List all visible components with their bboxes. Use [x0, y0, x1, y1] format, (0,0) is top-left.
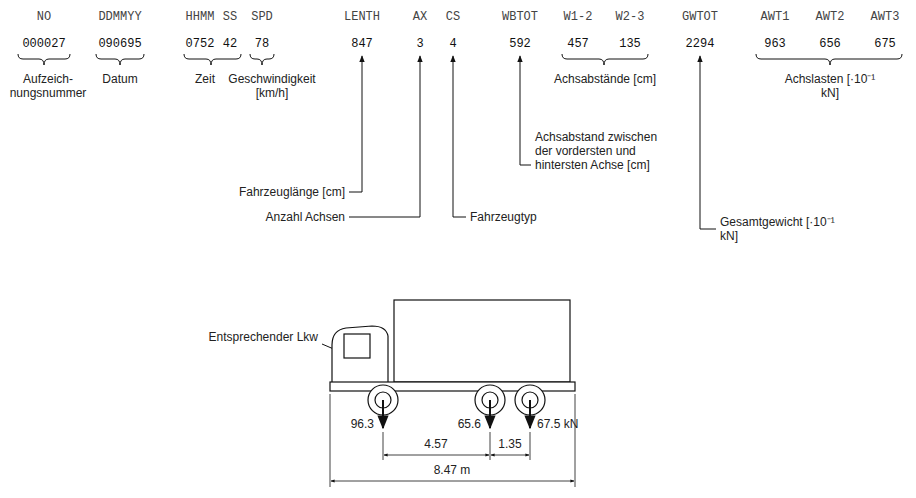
- field-header: NO: [37, 10, 51, 24]
- field-header: HHMM: [186, 10, 215, 24]
- field-header: AWT1: [761, 10, 790, 24]
- brace: [756, 54, 902, 65]
- annotation-label: 1.35: [498, 437, 521, 451]
- leader-arrow: [349, 56, 420, 217]
- dimension-line: [384, 455, 489, 456]
- leader-arrow: [453, 56, 466, 217]
- field-value: 0752: [186, 37, 215, 51]
- field-value: 3: [416, 37, 423, 51]
- annotation-label: 65.6: [458, 417, 481, 431]
- field-header: WBTOT: [502, 10, 538, 24]
- annotation-label: Fahrzeugtyp: [470, 210, 537, 224]
- load-arrow: [489, 400, 491, 428]
- field-header: AX: [413, 10, 427, 24]
- field-header: SS: [223, 10, 237, 24]
- annotation-label: Zeit: [195, 72, 215, 86]
- truck-body: [394, 300, 570, 382]
- annotation-label: Geschwindigkeit [km/h]: [224, 72, 320, 100]
- field-value: 000027: [22, 37, 65, 51]
- field-header: DDMMYY: [98, 10, 141, 24]
- annotation-label: 4.57: [424, 437, 447, 451]
- annotation-label: Anzahl Achsen: [266, 210, 345, 224]
- field-header: SPD: [251, 10, 273, 24]
- truck-cab: [332, 326, 388, 390]
- annotation-label: Achsabstand zwischen der vordersten und …: [535, 130, 673, 172]
- field-value: 42: [223, 37, 237, 51]
- dimension-line: [491, 455, 529, 456]
- wheels: [368, 385, 545, 415]
- annotation-label: Achsabstände [cm]: [554, 72, 656, 86]
- annotation-label: 8.47 m: [434, 463, 471, 477]
- field-header: AWT3: [871, 10, 900, 24]
- leader-arrow: [349, 56, 362, 192]
- leader-arrow: [520, 56, 531, 165]
- field-value: 656: [819, 37, 841, 51]
- field-value: 2294: [686, 37, 715, 51]
- dimension-line: [331, 481, 574, 482]
- braces: [18, 54, 902, 65]
- annotation-label: 96.3: [351, 417, 374, 431]
- field-value: 78: [255, 37, 269, 51]
- annotation-label: Aufzeich- nungsnummer: [3, 72, 93, 100]
- field-header: GWTOT: [682, 10, 718, 24]
- brace: [18, 54, 70, 65]
- field-header: W1-2: [564, 10, 593, 24]
- annotation-label: Gesamtgewicht [·10⁻¹ kN]: [720, 215, 850, 243]
- field-value: 4: [449, 37, 456, 51]
- field-value: 592: [509, 37, 531, 51]
- annotation-label: Achslasten [·10⁻¹ kN]: [784, 72, 876, 100]
- brace: [250, 54, 274, 65]
- field-value: 457: [567, 37, 589, 51]
- brace: [96, 54, 144, 65]
- field-value: 963: [764, 37, 786, 51]
- annotation-label: 67.5 kN: [537, 417, 578, 431]
- annotation-label: Entsprechender Lkw: [208, 330, 318, 344]
- field-header: LENTH: [344, 10, 380, 24]
- brace: [184, 54, 241, 65]
- extension-line: [330, 394, 575, 487]
- annotation-label: Datum: [102, 72, 137, 86]
- field-value: 090695: [98, 37, 141, 51]
- field-header: AWT2: [816, 10, 845, 24]
- field-value: 135: [619, 37, 641, 51]
- field-value: 847: [351, 37, 373, 51]
- field-header: W2-3: [616, 10, 645, 24]
- truck: [330, 300, 575, 415]
- cab-window: [344, 334, 370, 358]
- field-header: CS: [446, 10, 460, 24]
- load-arrow: [529, 400, 531, 428]
- field-value: 675: [874, 37, 896, 51]
- dimensions: [330, 394, 575, 487]
- annotation-label: Fahrzeuglänge [cm]: [239, 185, 345, 199]
- leader-arrow: [700, 56, 716, 229]
- load-arrow: [382, 400, 384, 428]
- axle-loads: [383, 400, 530, 428]
- brace: [562, 54, 648, 65]
